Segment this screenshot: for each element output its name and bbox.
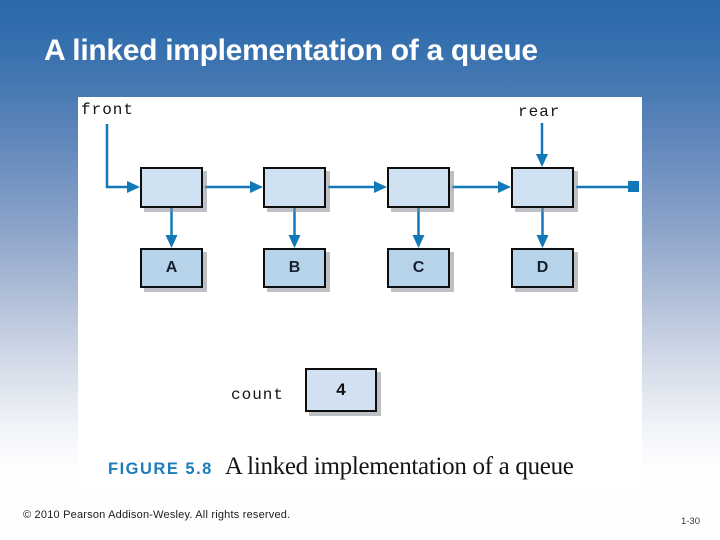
queue-links-graphic xyxy=(105,123,639,248)
queue-node-3 xyxy=(387,167,450,208)
queue-node-4 xyxy=(511,167,574,208)
front-pointer-line xyxy=(105,124,128,189)
null-terminator-square xyxy=(628,181,639,192)
data-arrowhead-1 xyxy=(165,235,178,248)
data-cell-c: C xyxy=(387,248,450,288)
data-cell-a: A xyxy=(140,248,203,288)
footer-copyright: © 2010 Pearson Addison-Wesley. All right… xyxy=(23,509,291,521)
figure-caption-text: A linked implementation of a queue xyxy=(224,453,574,480)
front-arrowhead xyxy=(127,181,140,193)
figure-caption-tag: FIGURE 5.8 xyxy=(108,460,213,478)
link-arrowhead-2 xyxy=(374,181,387,193)
data-arrowhead-4 xyxy=(536,235,549,248)
link-arrowhead-3 xyxy=(498,181,511,193)
queue-node-2 xyxy=(263,167,326,208)
link-arrowhead-1 xyxy=(250,181,263,193)
queue-node-1 xyxy=(140,167,203,208)
front-label: front xyxy=(81,101,135,119)
data-cell-d: D xyxy=(511,248,574,288)
data-arrowhead-2 xyxy=(288,235,301,248)
figure-panel: front rear A B C D count 4 FIGURE 5.8 A … xyxy=(78,97,642,488)
rear-label: rear xyxy=(518,103,561,121)
slide-title: A linked implementation of a queue xyxy=(44,34,538,67)
count-label: count xyxy=(230,386,284,404)
figure-caption: FIGURE 5.8 A linked implementation of a … xyxy=(108,453,574,481)
page-number: 1-30 xyxy=(680,516,700,527)
count-value-box: 4 xyxy=(305,368,377,412)
data-arrowhead-3 xyxy=(412,235,425,248)
data-cell-b: B xyxy=(263,248,326,288)
rear-arrowhead xyxy=(536,154,548,167)
